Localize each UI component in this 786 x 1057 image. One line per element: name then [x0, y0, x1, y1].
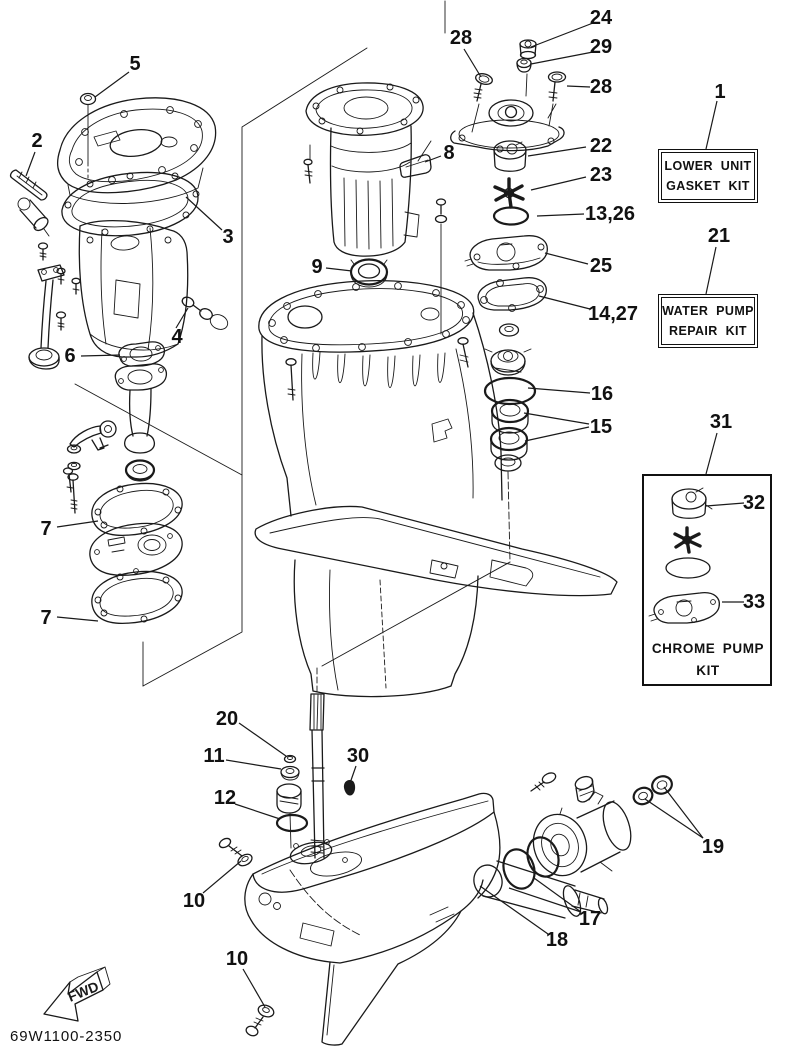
callout-25: 25	[589, 255, 613, 277]
callout-10-upper: 10	[182, 890, 206, 912]
callout-20: 20	[215, 708, 239, 730]
callout-24: 24	[589, 7, 613, 29]
callout-17: 17	[578, 908, 602, 930]
callout-28-left: 28	[449, 27, 473, 49]
callout-7-upper: 7	[40, 518, 52, 540]
driveshaft-drawing	[275, 667, 356, 859]
callout-18: 18	[545, 929, 569, 951]
callout-30: 30	[346, 745, 370, 767]
lower-unit-gasket-kit-line1: LOWER UNIT	[664, 159, 752, 173]
exhaust-pipe-drawing	[66, 341, 168, 514]
oil-pan-drawing	[28, 219, 189, 370]
exhaust-guide-plate-drawing	[9, 92, 217, 237]
water-pump-repair-kit-box: WATER PUMP REPAIR KIT	[658, 294, 758, 348]
lower-gearcase-drawing	[218, 792, 609, 1046]
callout-33: 33	[742, 591, 766, 613]
callout-15: 15	[589, 416, 613, 438]
lower-unit-gasket-kit-box: LOWER UNIT GASKET KIT	[658, 149, 758, 203]
water-pump-assembly-drawing	[450, 39, 567, 312]
bearing-carrier-drawing	[473, 772, 673, 898]
chrome-pump-kit-line1: CHROME PUMP	[651, 641, 765, 656]
water-pump-repair-kit-line1: WATER PUMP	[662, 304, 754, 318]
gasket-pair-drawing	[62, 467, 183, 624]
drawing-code: 69W1100-2350	[10, 1028, 123, 1045]
callout-22: 22	[589, 135, 613, 157]
callout-19: 19	[701, 836, 725, 858]
chrome-kit-contents-drawing	[648, 487, 720, 624]
leader-lines	[25, 22, 745, 1008]
callout-9: 9	[311, 256, 323, 278]
callout-3: 3	[222, 226, 234, 248]
callout-12: 12	[213, 787, 237, 809]
fwd-arrow: FWD	[43, 966, 111, 1022]
callout-7-lower: 7	[40, 607, 52, 629]
callout-8: 8	[443, 142, 455, 164]
muffler-drawing	[303, 82, 432, 288]
upper-casing-drawing	[181, 198, 618, 698]
callout-23: 23	[589, 164, 613, 186]
oil-seal-housing-stack-drawing	[483, 323, 537, 472]
callout-11: 11	[203, 745, 225, 767]
callout-1: 1	[714, 81, 726, 103]
callout-5: 5	[129, 53, 141, 75]
group-boundary-lines	[74, 0, 511, 687]
callout-21: 21	[707, 225, 731, 247]
callout-31: 31	[709, 411, 733, 433]
callout-29: 29	[589, 36, 613, 58]
water-pump-repair-kit-line2: REPAIR KIT	[669, 324, 747, 338]
callout-10-lower: 10	[225, 948, 249, 970]
callout-6: 6	[64, 345, 76, 367]
lower-unit-gasket-kit-line2: GASKET KIT	[666, 179, 750, 193]
callout-16: 16	[590, 383, 614, 405]
callout-13-26: 13,26	[584, 203, 636, 225]
callout-14-27: 14,27	[587, 303, 639, 325]
callout-32: 32	[742, 492, 766, 514]
callout-2: 2	[31, 130, 43, 152]
callout-28-right: 28	[589, 76, 613, 98]
callout-4: 4	[171, 326, 183, 348]
chrome-pump-kit-line2: KIT	[696, 663, 720, 678]
chrome-pump-kit-box	[642, 474, 772, 686]
